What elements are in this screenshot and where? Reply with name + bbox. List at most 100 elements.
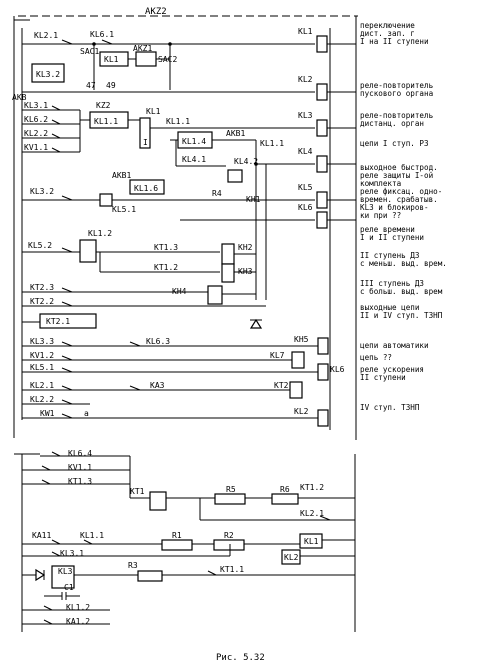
label-kl2-bottom: KL2: [294, 407, 309, 416]
label-b-r2: R2: [224, 531, 234, 540]
kl1-coil: [316, 35, 328, 53]
note-line: реле защиты I-ой: [360, 171, 433, 180]
note-line: с больш. выд. врем: [360, 287, 443, 296]
diode-b: [35, 568, 46, 582]
kl3-2-box: [31, 63, 65, 83]
note-line: реле времени: [360, 225, 415, 234]
note-line: реле фиксац. одно-: [360, 187, 442, 196]
diode-symbol: [249, 318, 263, 329]
coil-label-kl3: KL3: [298, 111, 313, 120]
label-b-kl1: KL1: [304, 537, 319, 546]
coil-label-kl2: KL2: [298, 75, 313, 84]
label-kl2-1b: KL2.1: [30, 381, 54, 390]
label-b-kt1-1: KT1.1: [220, 565, 244, 574]
label-akb1-b: AKB1: [112, 171, 131, 180]
note-line: I на II ступени: [360, 37, 429, 46]
r2-resistor: [213, 539, 245, 551]
r1-resistor: [161, 539, 193, 551]
label-kl6-3: KL6.3: [146, 337, 170, 346]
label-kh2: KH2: [238, 243, 253, 252]
kt2-1-box: [39, 313, 97, 329]
coil-label-kl5: KL5: [298, 183, 313, 192]
kh4-relay: [207, 285, 223, 305]
label-akb: AKB: [12, 93, 27, 102]
kl3-coil: [316, 119, 328, 137]
label-kv1-2: KV1.2: [30, 351, 54, 360]
label-kl6-1: KL6.1: [90, 30, 114, 39]
label-kz2: KZ2: [96, 101, 111, 110]
label-b-kl2-1: KL2.1: [300, 509, 324, 518]
note-line: III ступень ДЗ: [360, 279, 424, 288]
coil-label-kl6: KL6: [298, 203, 313, 212]
label-b-ka1-2: KA1.2: [66, 617, 90, 626]
r3-resistor: [137, 570, 163, 582]
label-b-kl3-1: KL3.1: [60, 549, 84, 558]
label-kl2-2b: KL2.2: [30, 395, 54, 404]
label-b-kt1-3: KT1.3: [68, 477, 92, 486]
note-line: IV ступ. ТЗНП: [360, 403, 420, 412]
label-kl3-1: KL3.1: [24, 101, 48, 110]
kl5-1-box: [99, 193, 113, 207]
note-line: времен. срабатыв.: [360, 195, 438, 204]
label-kl1-top: KL1: [104, 55, 119, 64]
label-kl6: KL6: [330, 365, 345, 374]
kh1-relay: [227, 169, 243, 183]
kl2-coil-bottom: [317, 409, 329, 427]
kl1-2-box: [79, 239, 97, 263]
label-b-r6: R6: [280, 485, 290, 494]
label-kl5-1b: KL5.1: [30, 363, 54, 372]
label-49: 49: [106, 81, 116, 90]
label-b-kt1: KT1: [130, 487, 145, 496]
row-kl5: [112, 191, 356, 209]
kl1-b-coil: [139, 117, 151, 149]
label-kl1-1-a: KL1.1: [94, 117, 118, 126]
kl2-coil: [316, 83, 328, 101]
label-kl4-1: KL4.1: [182, 155, 206, 164]
label-akz1: AKZ1: [133, 44, 152, 53]
label-akb1-a: AKB1: [226, 129, 245, 138]
label-kl3-3: KL3.3: [30, 337, 54, 346]
top-bus: [13, 15, 358, 440]
row-kl6: [180, 211, 356, 229]
label-kl2-2: KL2.2: [24, 129, 48, 138]
akz1-block: [135, 51, 157, 67]
row-kl2: [22, 83, 356, 101]
label-kh5: KH5: [294, 335, 309, 344]
label-kl4-2: KL4.2: [234, 157, 258, 166]
note-line: II ступень ДЗ: [360, 251, 419, 260]
note-3: цепи I ступ. РЗ: [360, 139, 429, 148]
label-b-kv1-1: KV1.1: [68, 463, 92, 472]
row-kl4: [256, 155, 356, 173]
label-kl3-2: KL3.2: [30, 187, 54, 196]
note-line: цепь ??: [360, 353, 392, 362]
kt2-relay: [289, 381, 303, 399]
note-line: комплекта: [360, 179, 401, 188]
note-line: пускового органа: [360, 89, 433, 98]
label-a: a: [84, 409, 89, 418]
label-b-kl3: KL3: [58, 567, 73, 576]
kl1-6-box: [129, 179, 165, 195]
note-line: выходное быстрод.: [360, 163, 438, 172]
label-kl2-1: KL2.1: [34, 31, 58, 40]
note-line: дист. зап. г: [360, 29, 415, 38]
label-b-r1: R1: [172, 531, 182, 540]
label-kt2: KT2: [274, 381, 289, 390]
note-10: цепи автоматики: [360, 341, 429, 350]
note-line: цепи автоматики: [360, 341, 429, 350]
note-line: KL3 и блокиров-: [360, 203, 429, 212]
label-b-kt1-2: KT1.2: [300, 483, 324, 492]
label-b-kl1-2: KL1.2: [66, 603, 90, 612]
kt1-coil: [149, 491, 167, 511]
row-kl3: [150, 119, 356, 137]
label-kt2-3: KT2.3: [30, 283, 54, 292]
kh3-relay: [221, 263, 235, 283]
